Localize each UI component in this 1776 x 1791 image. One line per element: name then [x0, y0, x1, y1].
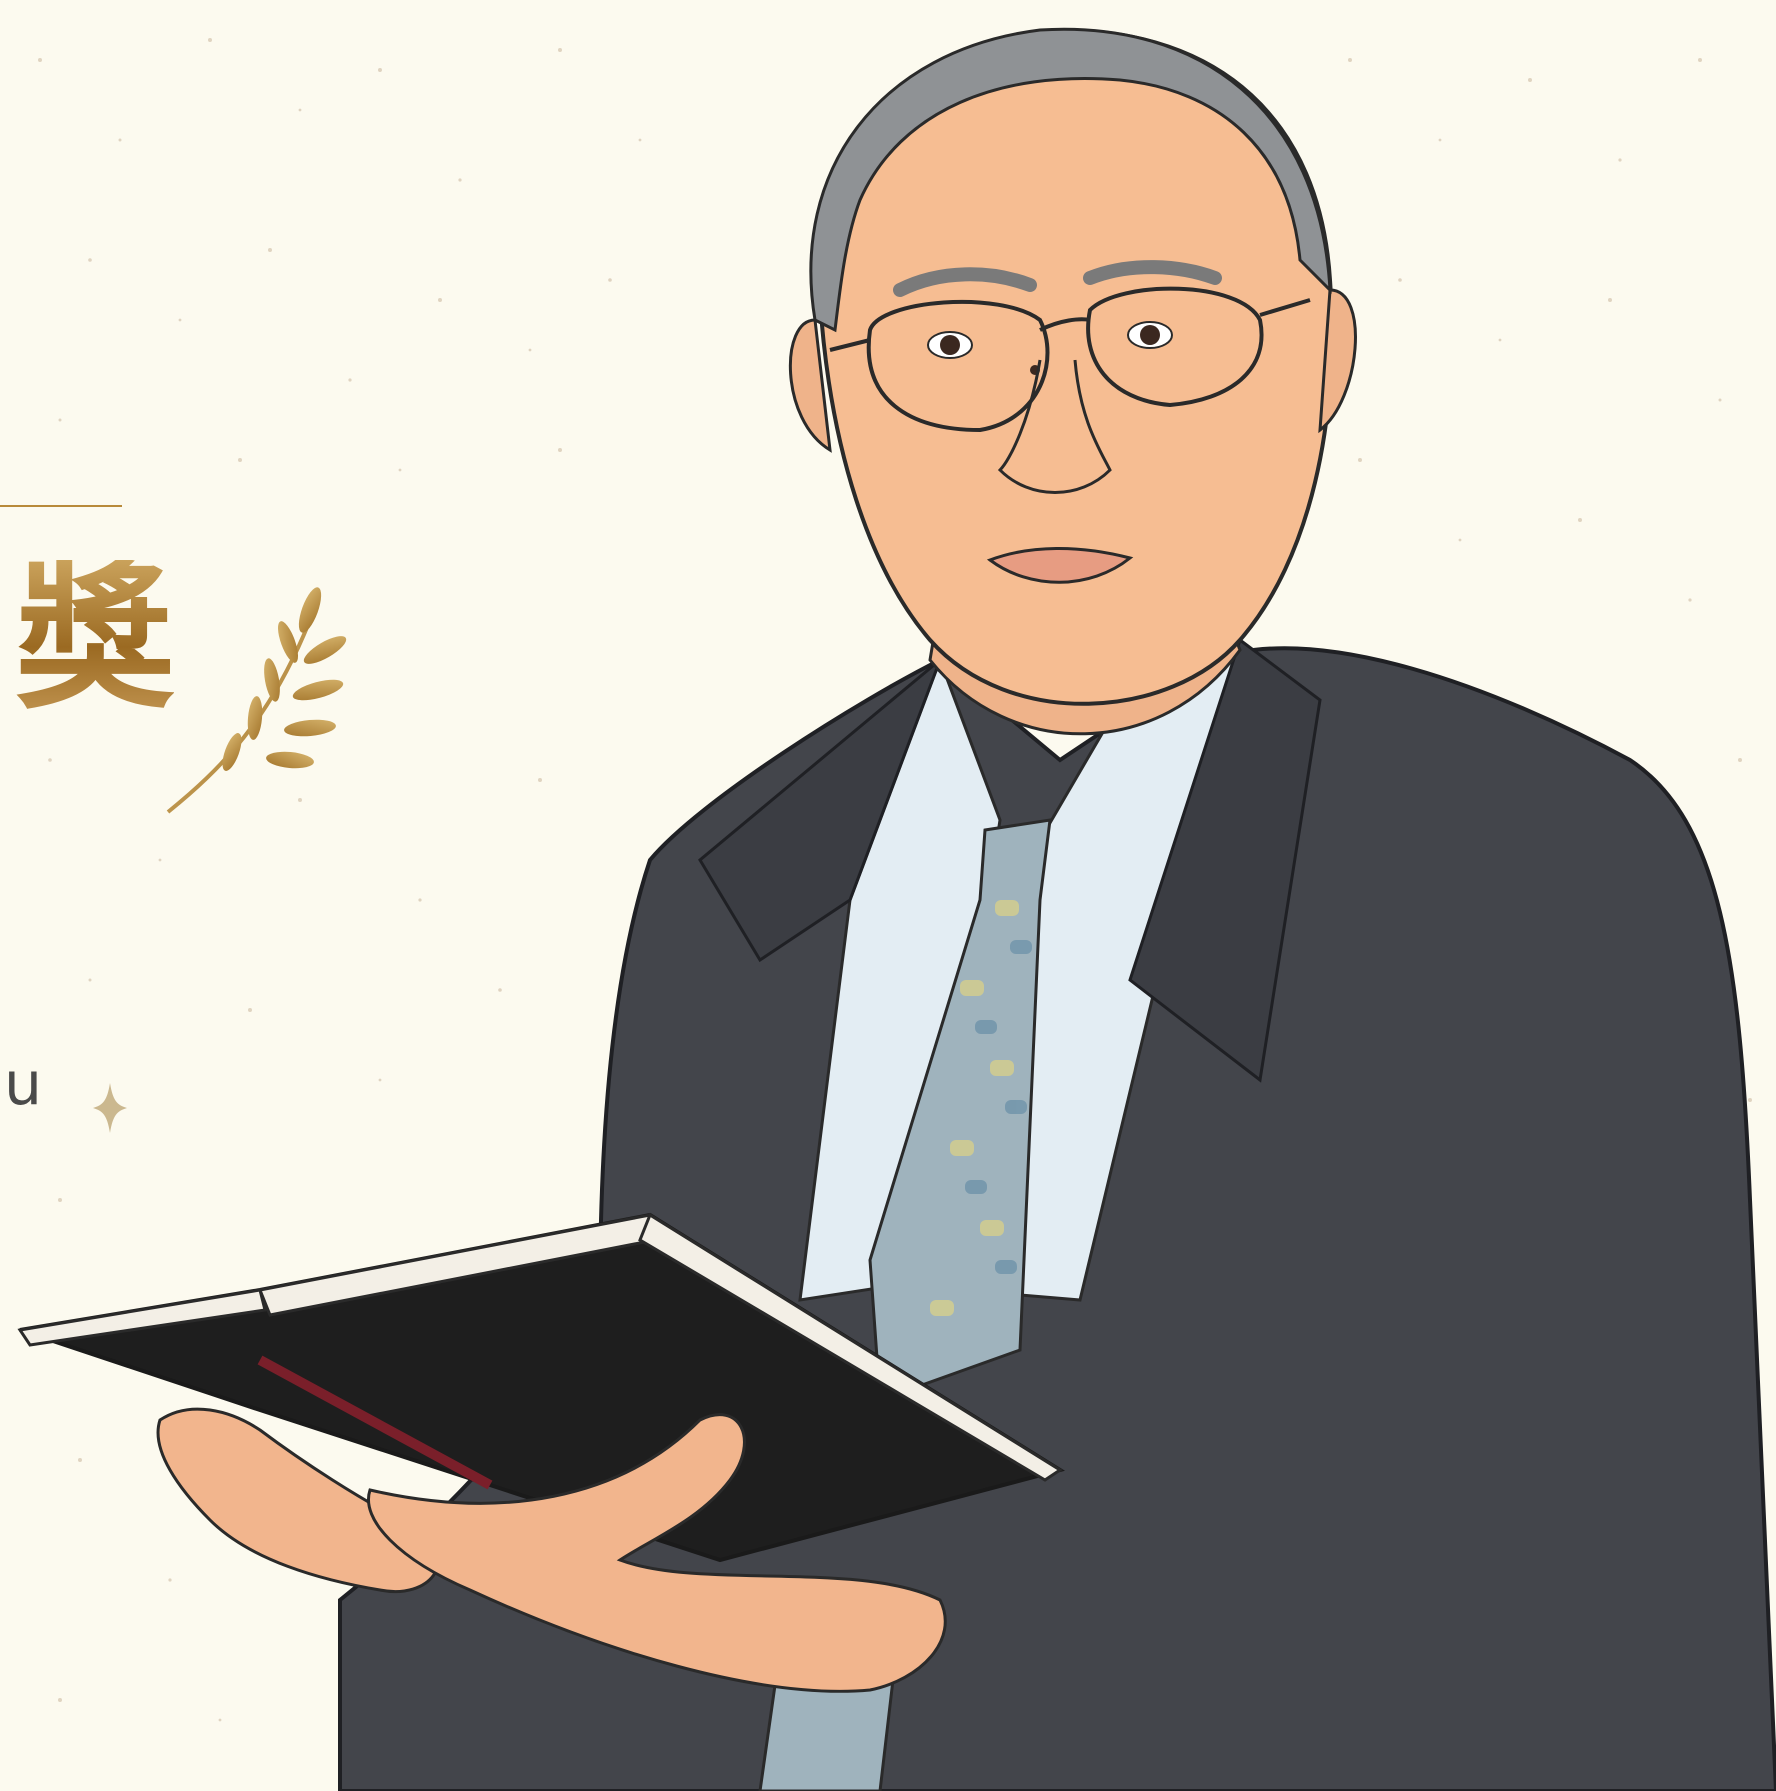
laurel-branch-icon	[166, 587, 347, 814]
award-title-character: 獎	[16, 546, 174, 731]
mouth	[986, 547, 1134, 584]
glasses	[829, 286, 1311, 433]
hair	[809, 27, 1332, 333]
gold-divider-line	[0, 505, 122, 507]
tie	[868, 818, 1052, 1403]
honoree-name-fragment: u	[4, 1049, 43, 1119]
right-hand	[367, 1413, 947, 1693]
diamond-sparkle-icon	[93, 1083, 127, 1133]
left-hand	[156, 1407, 440, 1593]
